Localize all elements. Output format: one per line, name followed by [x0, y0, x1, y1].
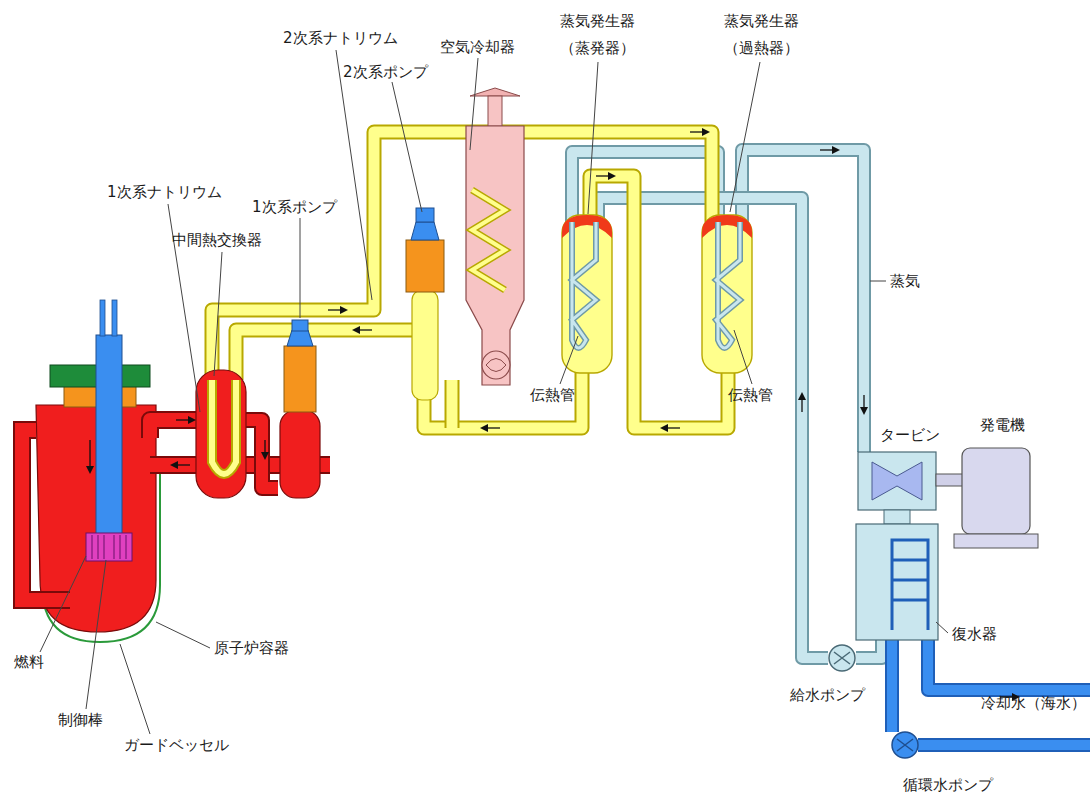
part-label: 伝熱管 — [728, 386, 773, 404]
part-label: 1次系ナトリウム — [107, 183, 222, 201]
part-label: 復水器 — [952, 625, 997, 643]
part-label: ガードベッセル — [124, 736, 229, 754]
part-label: 燃料 — [14, 653, 44, 671]
part-label: 循環水ポンプ — [903, 776, 993, 794]
part-label: 制御棒 — [58, 711, 103, 729]
part-label: 2次系ポンプ — [343, 63, 428, 81]
part-label: 蒸気発生器 （過熱器） — [717, 8, 805, 62]
part-label: 伝熱管 — [530, 386, 575, 404]
part-label: タービン — [880, 426, 940, 444]
part-label: 1次系ポンプ — [252, 198, 337, 216]
part-label: 2次系ナトリウム — [283, 29, 398, 47]
part-label: 冷却水（海水） — [981, 694, 1086, 712]
part-label: 蒸気 — [890, 272, 920, 290]
part-label: 発電機 — [980, 416, 1025, 434]
part-label: 空気冷却器 — [440, 38, 515, 56]
part-label: 給水ポンプ — [790, 686, 865, 704]
part-label: 原子炉容器 — [214, 639, 289, 657]
part-label: 中間熱交換器 — [172, 231, 262, 249]
part-label: 蒸気発生器 （蒸発器） — [553, 8, 641, 62]
